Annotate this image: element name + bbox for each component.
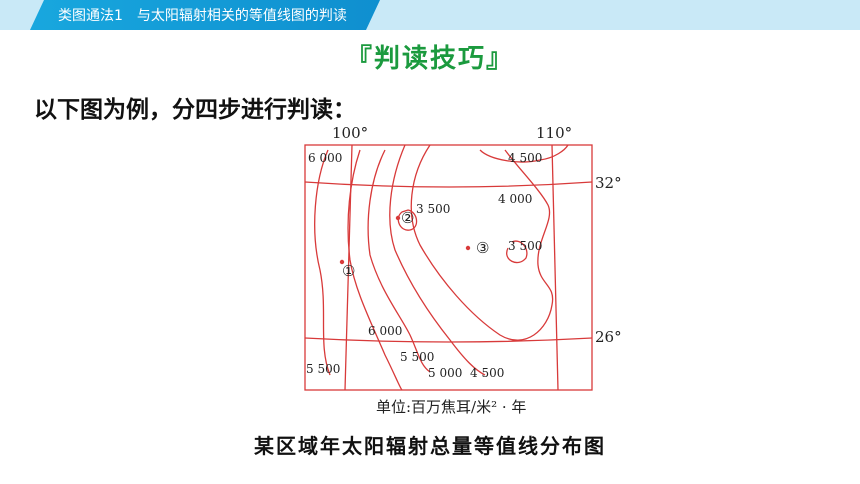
- point-label: ①: [342, 262, 355, 280]
- longitude-label: 110°: [536, 124, 572, 142]
- isoline-label: 4 500: [470, 366, 504, 380]
- isoline-label: 5 000: [428, 366, 462, 380]
- meridian-110: [551, 144, 559, 391]
- section-title: 『判读技巧』: [345, 44, 514, 74]
- isoline-label: 5 500: [400, 350, 434, 364]
- point-dot: [339, 259, 345, 265]
- point-label: ③: [476, 239, 489, 257]
- isoline: [410, 144, 554, 341]
- isoline-label: 4 000: [498, 192, 532, 206]
- point-dot: [395, 215, 401, 221]
- isoline: [506, 240, 528, 264]
- parallel-26: [304, 337, 593, 343]
- isoline: [367, 149, 431, 373]
- latitude-label: 26°: [595, 328, 622, 346]
- breadcrumb: 类图通法1 与太阳辐射相关的等值线图的判读: [58, 8, 347, 24]
- isoline: [314, 149, 331, 376]
- longitude-label: 100°: [332, 124, 368, 142]
- isoline-label: 4 500: [508, 151, 542, 165]
- intro-text: 以下图为例，分四步进行判读：: [34, 97, 356, 123]
- isoline: [389, 144, 486, 376]
- isoline-label: 3 500: [416, 202, 450, 216]
- isoline: [479, 144, 569, 163]
- unit-label: 单位:百万焦耳/米² · 年: [376, 398, 526, 416]
- point-dot: [465, 245, 471, 251]
- parallel-32: [304, 181, 593, 188]
- isoline-label: 6 000: [368, 324, 402, 338]
- isoline-label: 5 500: [306, 362, 340, 376]
- isoline-map: 100° 110° 32° 26° 6 000 4 500 3 500 4 00…: [304, 124, 622, 416]
- map-frame: [304, 144, 593, 391]
- figure-caption: 某区域年太阳辐射总量等值线分布图: [254, 434, 606, 458]
- point-label: ②: [401, 209, 414, 227]
- isoline: [347, 149, 403, 391]
- isoline-label: 6 000: [308, 151, 342, 165]
- isoline-label: 3 500: [508, 239, 542, 253]
- breadcrumb-tab: 类图通法1 与太阳辐射相关的等值线图的判读: [30, 0, 380, 30]
- latitude-label: 32°: [595, 174, 622, 192]
